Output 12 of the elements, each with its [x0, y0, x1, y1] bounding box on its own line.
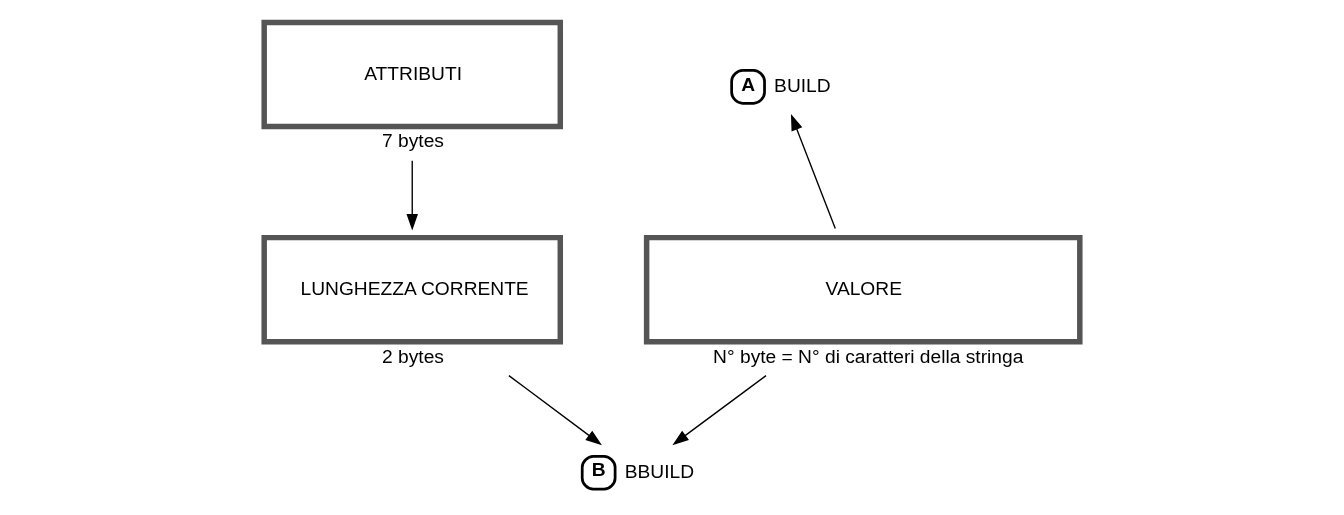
- node-box: VALORE: [643, 234, 1083, 345]
- arrow: [406, 160, 418, 231]
- node-label: N° byte = N° di caratteri della stringa: [713, 345, 1024, 367]
- arrow: [672, 374, 767, 446]
- arrow: [508, 374, 602, 446]
- node-label: BBUILD: [624, 460, 695, 482]
- node-label: 2 bytes: [382, 345, 444, 367]
- node-box: LUNGHEZZA CORRENTE: [261, 234, 563, 345]
- node-box: ATTRIBUTI: [261, 19, 563, 130]
- arrow: [790, 114, 836, 230]
- node-label: 7 bytes: [382, 130, 444, 152]
- node-label: BUILD: [774, 74, 831, 96]
